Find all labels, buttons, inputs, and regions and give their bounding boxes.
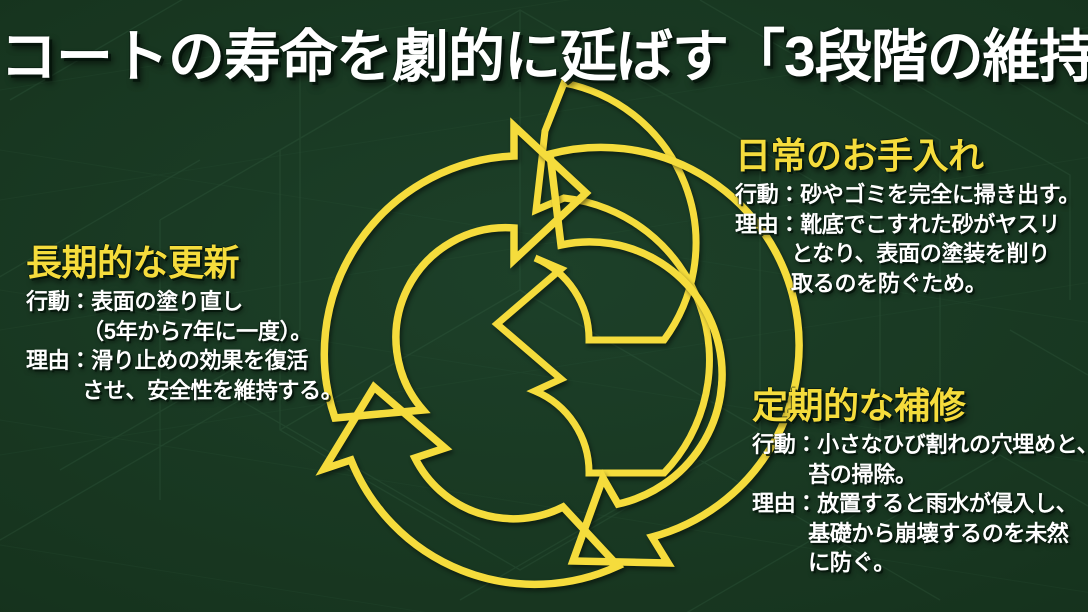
stage-line: 理由：放置すると雨水が侵入し、: [752, 491, 1078, 517]
stage-line: 行動：表面の塗り直し: [26, 289, 244, 315]
stage-line: 行動：砂やゴミを完全に掃き出す。: [735, 182, 1081, 208]
stage-line: 基礎から崩壊するのを未然: [808, 520, 1069, 546]
slide-title: コートの寿命を劇的に延ばす「3段階の維持管理」: [0, 25, 1088, 89]
stage-block-longterm: 長期的な更新 行動：表面の塗り直し （5年から7年に一度）。 理由：滑り止めの効…: [26, 242, 343, 405]
cycle-segment-a: [320, 117, 592, 423]
cycle-segment-b: [545, 143, 803, 567]
stage-line: 取るのを防ぐため。: [791, 270, 987, 296]
stage-line: 行動：小さなひび割れの穴埋めと、: [752, 432, 1088, 458]
cycle-segment-c: [315, 381, 625, 589]
stage-block-daily: 日常のお手入れ 行動：砂やゴミを完全に掃き出す。 理由：靴底でこすれた砂がヤスリ…: [735, 135, 1081, 298]
stage-line: に防ぐ。: [808, 550, 895, 576]
stage-heading-longterm: 長期的な更新: [26, 242, 240, 283]
stage-line: （5年から7年に一度）。: [82, 318, 312, 344]
cycle-arrow-group: [315, 117, 803, 589]
stage-heading-daily: 日常のお手入れ: [735, 135, 984, 176]
cycle-diagram: [315, 79, 803, 589]
stage-line: となり、表面の塗装を削り: [791, 241, 1050, 267]
stage-line: させ、安全性を維持する。: [82, 377, 343, 403]
stage-line: 理由：靴底でこすれた砂がヤスリ: [735, 211, 1061, 237]
stage-line: 理由：滑り止めの効果を復活: [26, 348, 309, 374]
stage-heading-periodic: 定期的な補修: [752, 385, 966, 426]
stage-line: 苔の掃除。: [808, 461, 917, 487]
stage-block-periodic: 定期的な補修 行動：小さなひび割れの穴埋めと、 苔の掃除。 理由：放置すると雨水…: [752, 385, 1088, 578]
